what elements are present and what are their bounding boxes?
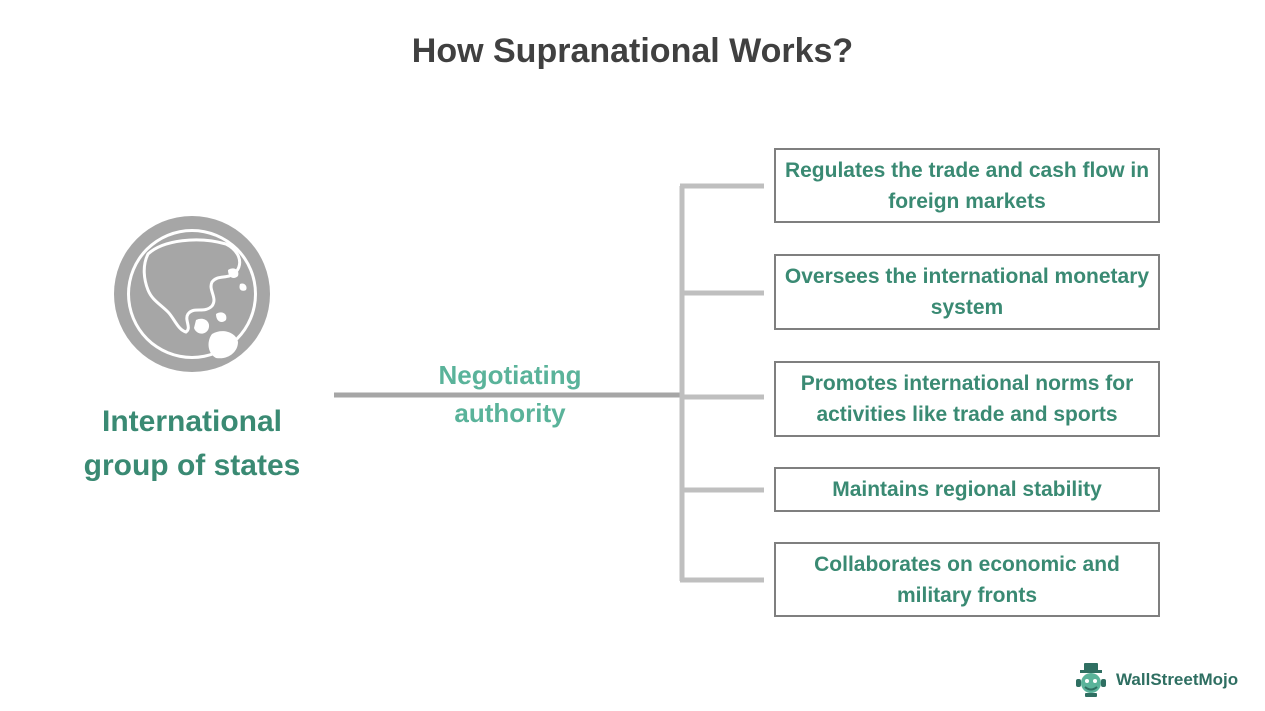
logo-text: WallStreetMojo: [1116, 670, 1239, 689]
globe-icon: [114, 216, 270, 372]
function-box: Oversees the international monetary syst…: [774, 254, 1160, 330]
function-box: Regulates the trade and cash flow in for…: [774, 148, 1160, 223]
function-box: Maintains regional stability: [774, 467, 1160, 512]
function-box: Promotes international norms for activit…: [774, 361, 1160, 437]
diagram-title: How Supranational Works?: [411, 32, 854, 70]
international-group-label: International group of states: [83, 405, 301, 482]
negotiating-authority-label: Negotiating authority: [438, 360, 582, 428]
wallstreetmojo-logo-icon: [1076, 663, 1106, 697]
function-box: Collaborates on economic and military fr…: [774, 542, 1160, 617]
wallstreetmojo-logo: WallStreetMojo: [1072, 660, 1238, 700]
